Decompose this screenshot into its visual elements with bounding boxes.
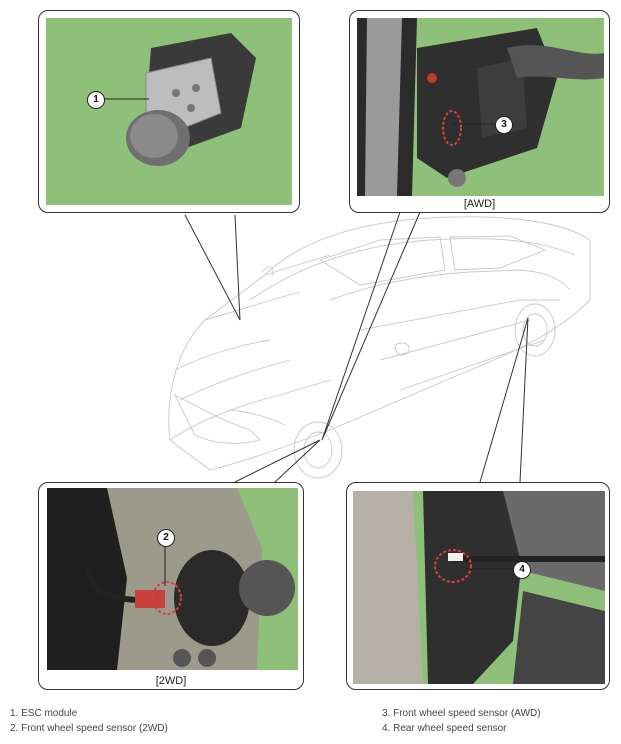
awd-sensor-panel: 3 [AWD] [349,10,610,213]
awd-sensor-drawing [357,18,604,196]
awd-sensor-photo [357,18,604,196]
callout-4: 4 [513,561,531,579]
esc-module-drawing [126,33,256,166]
front-2wd-sensor-photo [47,488,298,670]
front-2wd-sensor-drawing [47,488,298,670]
rear-sensor-drawing [353,491,605,684]
legend-item-2: 2. Front wheel speed sensor (2WD) [10,723,168,734]
awd-label: [AWD] [463,198,496,210]
legend-item-1: 1. ESC module [10,708,78,719]
rear-sensor-photo [353,491,605,684]
front-2wd-sensor-panel: 2 [2WD] [38,482,304,690]
esc-module-panel: 1 [38,10,300,213]
rear-sensor-panel: 4 [346,482,610,690]
esc-module-photo [46,18,292,205]
callout-2: 2 [157,529,175,547]
2wd-label: [2WD] [155,675,187,687]
callout-1: 1 [87,91,105,109]
legend-item-3: 3. Front wheel speed sensor (AWD) [382,708,541,719]
legend-item-4: 4. Rear wheel speed sensor [382,723,507,734]
callout-3: 3 [495,116,513,134]
